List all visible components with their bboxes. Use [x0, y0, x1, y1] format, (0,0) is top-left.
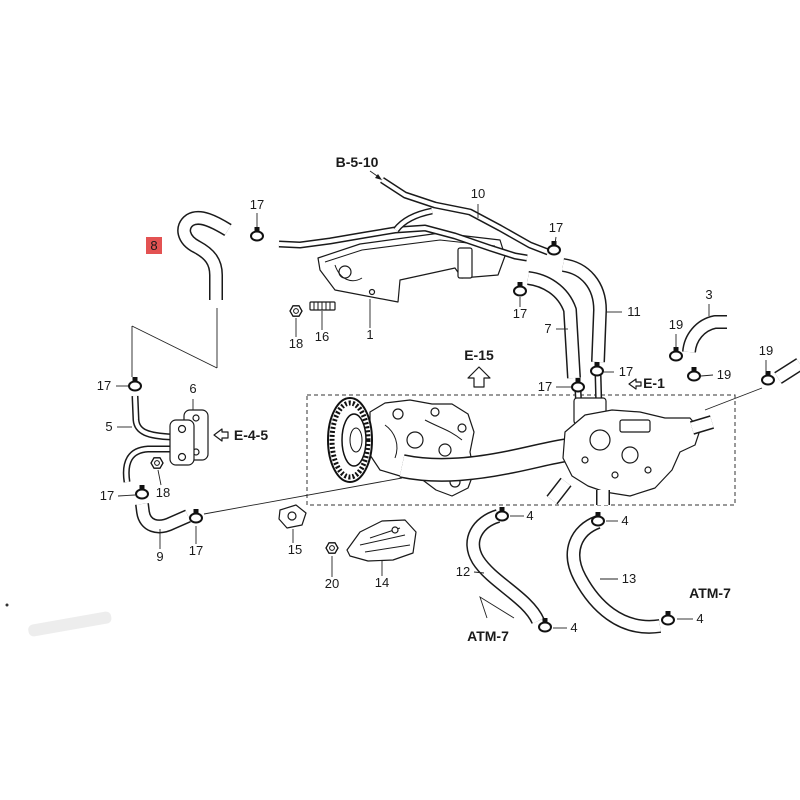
callout-18[interactable]: 18	[289, 336, 303, 351]
clamp-17	[189, 508, 203, 524]
callout-17[interactable]: 17	[538, 379, 552, 394]
assembly-group-box	[306, 394, 736, 506]
e-15-arrow-icon	[467, 366, 491, 388]
callout-3[interactable]: 3	[705, 287, 712, 302]
clamp-17	[571, 377, 585, 393]
callout-13[interactable]: 13	[622, 571, 636, 586]
leader-line	[554, 236, 557, 245]
callout-labels: 10 17 17 18 16 1 17 7 11 3 19 19 17 17 1…	[97, 186, 773, 635]
nut-18	[150, 457, 164, 469]
pipe-flange	[169, 419, 195, 466]
clamp-19	[761, 370, 775, 386]
leader-line	[700, 374, 714, 377]
clamp-4	[591, 511, 605, 527]
leader-line	[704, 387, 763, 411]
clamp-17	[250, 226, 264, 242]
callout-14[interactable]: 14	[375, 575, 389, 590]
callout-4[interactable]: 4	[696, 611, 703, 626]
faint-watermark	[28, 611, 112, 637]
pipe-5	[122, 395, 176, 483]
thermostat-housing	[546, 372, 715, 505]
water-pump	[369, 399, 475, 497]
callout-19[interactable]: 19	[669, 317, 683, 332]
callout-17[interactable]: 17	[549, 220, 563, 235]
callout-17[interactable]: 17	[619, 364, 633, 379]
clamp-17	[135, 484, 149, 500]
outlet-pipe	[399, 438, 570, 482]
ref-e-4-5[interactable]: E-4-5	[234, 427, 268, 443]
callout-8-highlighted[interactable]: 8	[150, 238, 157, 253]
clamp-17	[513, 281, 527, 297]
stud-bolt-16	[309, 301, 336, 311]
pulley	[327, 397, 373, 483]
callout-10[interactable]: 10	[471, 186, 485, 201]
callout-19[interactable]: 19	[717, 367, 731, 382]
callout-12[interactable]: 12	[456, 564, 470, 579]
hose-13	[566, 515, 662, 634]
e-1-arrow-icon	[628, 378, 642, 390]
ref-e-1[interactable]: E-1	[643, 375, 665, 391]
leader-line	[203, 477, 403, 515]
hose-11	[561, 258, 607, 363]
callout-18[interactable]: 18	[156, 485, 170, 500]
leader-lines	[116, 204, 767, 629]
nut-18	[289, 305, 303, 317]
callout-9[interactable]: 9	[156, 549, 163, 564]
callout-7[interactable]: 7	[544, 321, 551, 336]
callout-6[interactable]: 6	[189, 381, 196, 396]
ref-b-5-10[interactable]: B-5-10	[336, 154, 379, 170]
callout-15[interactable]: 15	[288, 542, 302, 557]
pipe-10-upper	[380, 177, 550, 256]
callout-1[interactable]: 1	[366, 327, 373, 342]
callout-4[interactable]: 4	[621, 513, 628, 528]
clamp-17	[590, 361, 604, 377]
hose-8	[177, 210, 232, 300]
e-4-5-arrow-icon	[213, 428, 229, 442]
b-5-10-arrow	[369, 170, 382, 180]
callout-16[interactable]: 16	[315, 329, 329, 344]
leader-line	[117, 494, 136, 497]
hose-12	[466, 509, 545, 625]
callout-4[interactable]: 4	[570, 620, 577, 635]
bolt-20	[325, 542, 339, 554]
callout-17[interactable]: 17	[100, 488, 114, 503]
hose-7	[526, 271, 581, 379]
ref-atm-7-right[interactable]: ATM-7	[689, 585, 731, 601]
clamp-17	[128, 376, 142, 392]
clamp-4	[538, 617, 552, 633]
callout-17[interactable]: 17	[189, 543, 203, 558]
clamp-17	[547, 240, 561, 256]
hose-right-edge	[774, 358, 800, 384]
hose-8-leader-lines	[131, 308, 218, 377]
callout-17[interactable]: 17	[250, 197, 264, 212]
leader-line	[157, 469, 162, 486]
atm-7-arrow-icon	[479, 595, 515, 619]
hose-3	[682, 315, 727, 354]
callout-17[interactable]: 17	[97, 378, 111, 393]
clamp-19	[687, 366, 701, 382]
stray-dot	[5, 603, 9, 607]
clamp-4	[495, 506, 509, 522]
highlight-box[interactable]	[146, 237, 162, 254]
callout-20[interactable]: 20	[325, 576, 339, 591]
sensor-clip-15	[278, 504, 307, 529]
pipe-10-lower	[278, 207, 528, 262]
ref-atm-7-bottom[interactable]: ATM-7	[467, 628, 509, 644]
ref-e-15[interactable]: E-15	[464, 347, 494, 363]
callout-11[interactable]: 11	[627, 304, 641, 319]
clamp-19	[669, 346, 683, 362]
hose-9	[135, 503, 191, 534]
clamp-4	[661, 610, 675, 626]
callout-19[interactable]: 19	[759, 343, 773, 358]
callout-17[interactable]: 17	[513, 306, 527, 321]
leader-line	[473, 571, 485, 574]
callout-5[interactable]: 5	[105, 419, 112, 434]
bracket-14	[346, 519, 417, 562]
callout-4[interactable]: 4	[526, 508, 533, 523]
